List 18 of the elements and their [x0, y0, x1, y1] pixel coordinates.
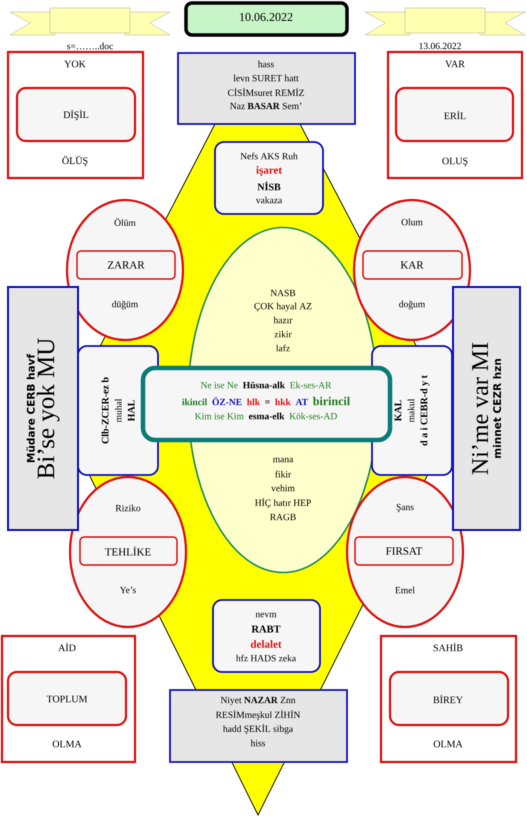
label-box: TEHLİKE	[79, 536, 178, 566]
rounded-box: nevm RABT delalet hfz HADS zeka	[212, 599, 321, 673]
label-box: FIRSAT	[354, 536, 454, 566]
label-box: TOPLUM	[6, 670, 128, 726]
vertical-box: Ni’me var MI minnet CEZR hzn	[452, 286, 521, 531]
info-box: Niyet NAZAR Znn RESİMmeşkul ZİHİN hadd ŞEKİL sibga hiss	[169, 689, 348, 763]
info-box: hass levn SURET hatt CİSİMsuret REMİZ Naz BASAR Sem’	[177, 52, 356, 125]
rounded-box: Nefs AKS Ruh işaret NİSB vakaza	[214, 141, 324, 215]
label-box: KAR	[362, 250, 463, 280]
label-box: DİŞİL	[16, 86, 136, 142]
date-box: 10.06.2022	[184, 1, 349, 37]
note-text: s=……..doc	[67, 42, 113, 50]
note-text: 13.06.2022	[419, 42, 461, 50]
label-box: ERİL	[394, 86, 514, 142]
label-box: BİREY	[388, 670, 510, 726]
center-box: Ne ise Ne Hüsna-alk Ek-ses-AR ikincil ÖZ-NE hlk = hkk AT birincil Kim ise Kim esma-elk Kök-ses-AD	[140, 366, 392, 442]
vertical-box: Müdare CERB havf Bi’se yok MU	[7, 286, 79, 531]
label-box: ZARAR	[76, 250, 176, 280]
